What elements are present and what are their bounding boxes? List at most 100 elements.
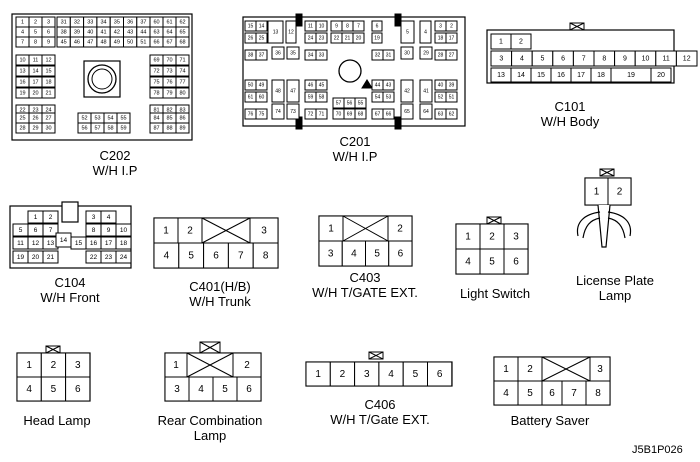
c406-pin-6	[427, 361, 453, 387]
head-lamp-pin-6-label: 6	[75, 384, 81, 395]
c202-pin-22-label: 22	[19, 108, 25, 114]
c201-pin-64	[419, 103, 433, 120]
c202-pin-45-label: 45	[61, 40, 67, 46]
c201-pin-55-label: 55	[358, 101, 364, 107]
head-lamp-pin-6	[65, 376, 91, 402]
rear-combination-name: Rear Combination	[157, 413, 263, 428]
battery-saver-label: Battery Saver	[495, 413, 605, 428]
c104-pin-2-label: 2	[49, 214, 53, 221]
c202-pin-64-label: 64	[166, 30, 172, 36]
c201-pin-29	[419, 46, 433, 60]
c406-pin-3-label: 3	[364, 369, 370, 380]
c202-pin-69-label: 69	[153, 58, 159, 64]
c201-pin-62-label: 62	[449, 112, 455, 118]
c202-pin-29-label: 29	[32, 126, 38, 132]
c104-pin-7	[42, 223, 59, 237]
c202-pin-70-label: 70	[166, 58, 172, 64]
c202-pin-12	[41, 54, 56, 66]
c201-pin-60	[255, 91, 268, 103]
c202-pin-89	[175, 122, 190, 134]
c201-pin-22-label: 22	[334, 36, 340, 42]
c201-pin-68	[354, 108, 367, 120]
c401-pin-8-label: 8	[263, 251, 269, 262]
c201-pin-35-label: 35	[290, 51, 296, 57]
rear-combination-pin-2	[232, 352, 262, 378]
c202-pin-11-label: 11	[33, 58, 39, 64]
rear-combination-pin-6-label: 6	[246, 384, 252, 395]
c201-pin-70-label: 70	[336, 112, 342, 118]
c201-pin-71-label: 71	[319, 112, 325, 118]
c201-sub: W/H I.P	[332, 149, 378, 164]
c202-pin-80-label: 80	[179, 91, 185, 97]
head-lamp-pin-3	[65, 352, 91, 378]
c201-pin-61-label: 61	[248, 95, 254, 101]
c201-pin-6-label: 6	[376, 24, 379, 30]
c202-pin-15	[41, 65, 56, 77]
c201-pin-47-label: 47	[290, 89, 296, 95]
c201-pin-41	[419, 79, 433, 103]
c202-pin-15-label: 15	[45, 69, 51, 75]
c201-pin-47	[286, 79, 300, 103]
c104-pin-4-label: 4	[107, 214, 111, 221]
c202-pin-27-label: 27	[45, 116, 51, 122]
c403-pin-5-label: 5	[374, 249, 380, 260]
c201-pin-39	[445, 79, 458, 91]
c401-pin-2	[177, 217, 203, 244]
c403-pin-3-label: 3	[328, 249, 334, 260]
c201-pin-64-label: 64	[423, 109, 429, 115]
c202-pin-26-label: 26	[32, 116, 38, 122]
c202-pin-85-label: 85	[166, 116, 172, 122]
c201-pin-66-label: 66	[386, 112, 392, 118]
c201-pin-13-label: 13	[273, 30, 279, 36]
head-lamp-pin-1-label: 1	[26, 360, 32, 371]
c202-pin-25-label: 25	[19, 116, 25, 122]
c202-pin-24-label: 24	[45, 108, 51, 114]
c201-pin-10	[315, 20, 328, 32]
c201-pin-25-label: 25	[259, 36, 265, 42]
c104-sub: W/H Front	[40, 290, 100, 305]
c401-sub: W/H Trunk	[189, 294, 251, 309]
head-lamp-pin-3-label: 3	[75, 360, 81, 371]
c406-pin-2	[329, 361, 356, 387]
c201-pin-4-label: 5	[406, 30, 409, 36]
c104-pin-16-label: 16	[90, 240, 98, 247]
c201-pin-37	[255, 49, 268, 61]
c104-name: C104	[54, 275, 86, 290]
rear-combination-pin-4-label: 4	[198, 384, 204, 395]
c202-pin-14-label: 14	[32, 69, 38, 75]
c403-pin-1-label: 1	[328, 224, 334, 235]
light-switch-pin-3	[503, 223, 529, 250]
c104-pin-23-label: 23	[105, 254, 113, 261]
c201-pin-20	[352, 32, 365, 44]
c201-pin-42	[400, 79, 414, 103]
c201-pin-75	[255, 108, 268, 120]
c202-pin-42-label: 42	[114, 30, 120, 36]
c104-pin-22-label: 22	[90, 254, 98, 261]
c401-pin-1	[153, 217, 179, 244]
light-switch-pin-5-label: 5	[489, 257, 495, 268]
license-plate-pin-2	[607, 177, 632, 206]
c201-pin-28-label: 28	[438, 53, 444, 59]
c201-pin-53-label: 53	[386, 95, 392, 101]
c202-pin-21-label: 21	[45, 91, 51, 97]
c202-pin-60-label: 60	[153, 20, 159, 26]
c201-pin-23-label: 23	[319, 36, 325, 42]
battery-saver-pin-1-label: 1	[503, 364, 509, 375]
c201-pin-66	[382, 108, 395, 120]
c202-pin-59-label: 59	[120, 126, 126, 132]
c201-pin-27-label: 27	[449, 53, 455, 59]
rear-combination-sub: Lamp	[193, 428, 227, 443]
c202-pin-9	[41, 36, 56, 48]
c201-pin-74-label: 74	[275, 109, 281, 115]
c201-pin-29-label: 29	[423, 51, 429, 57]
c104-pin-24-label: 24	[120, 254, 128, 261]
c202-pin-75-label: 75	[153, 80, 159, 86]
c201-pin-13	[267, 20, 284, 44]
c202-pin-68	[175, 36, 190, 48]
c201-pin-49	[255, 79, 268, 91]
c401-pin-5	[178, 242, 205, 269]
c202-pin-4-label: 4	[21, 30, 24, 36]
c202-pin-13-label: 13	[19, 69, 25, 75]
head-lamp-pin-4-label: 4	[26, 384, 32, 395]
